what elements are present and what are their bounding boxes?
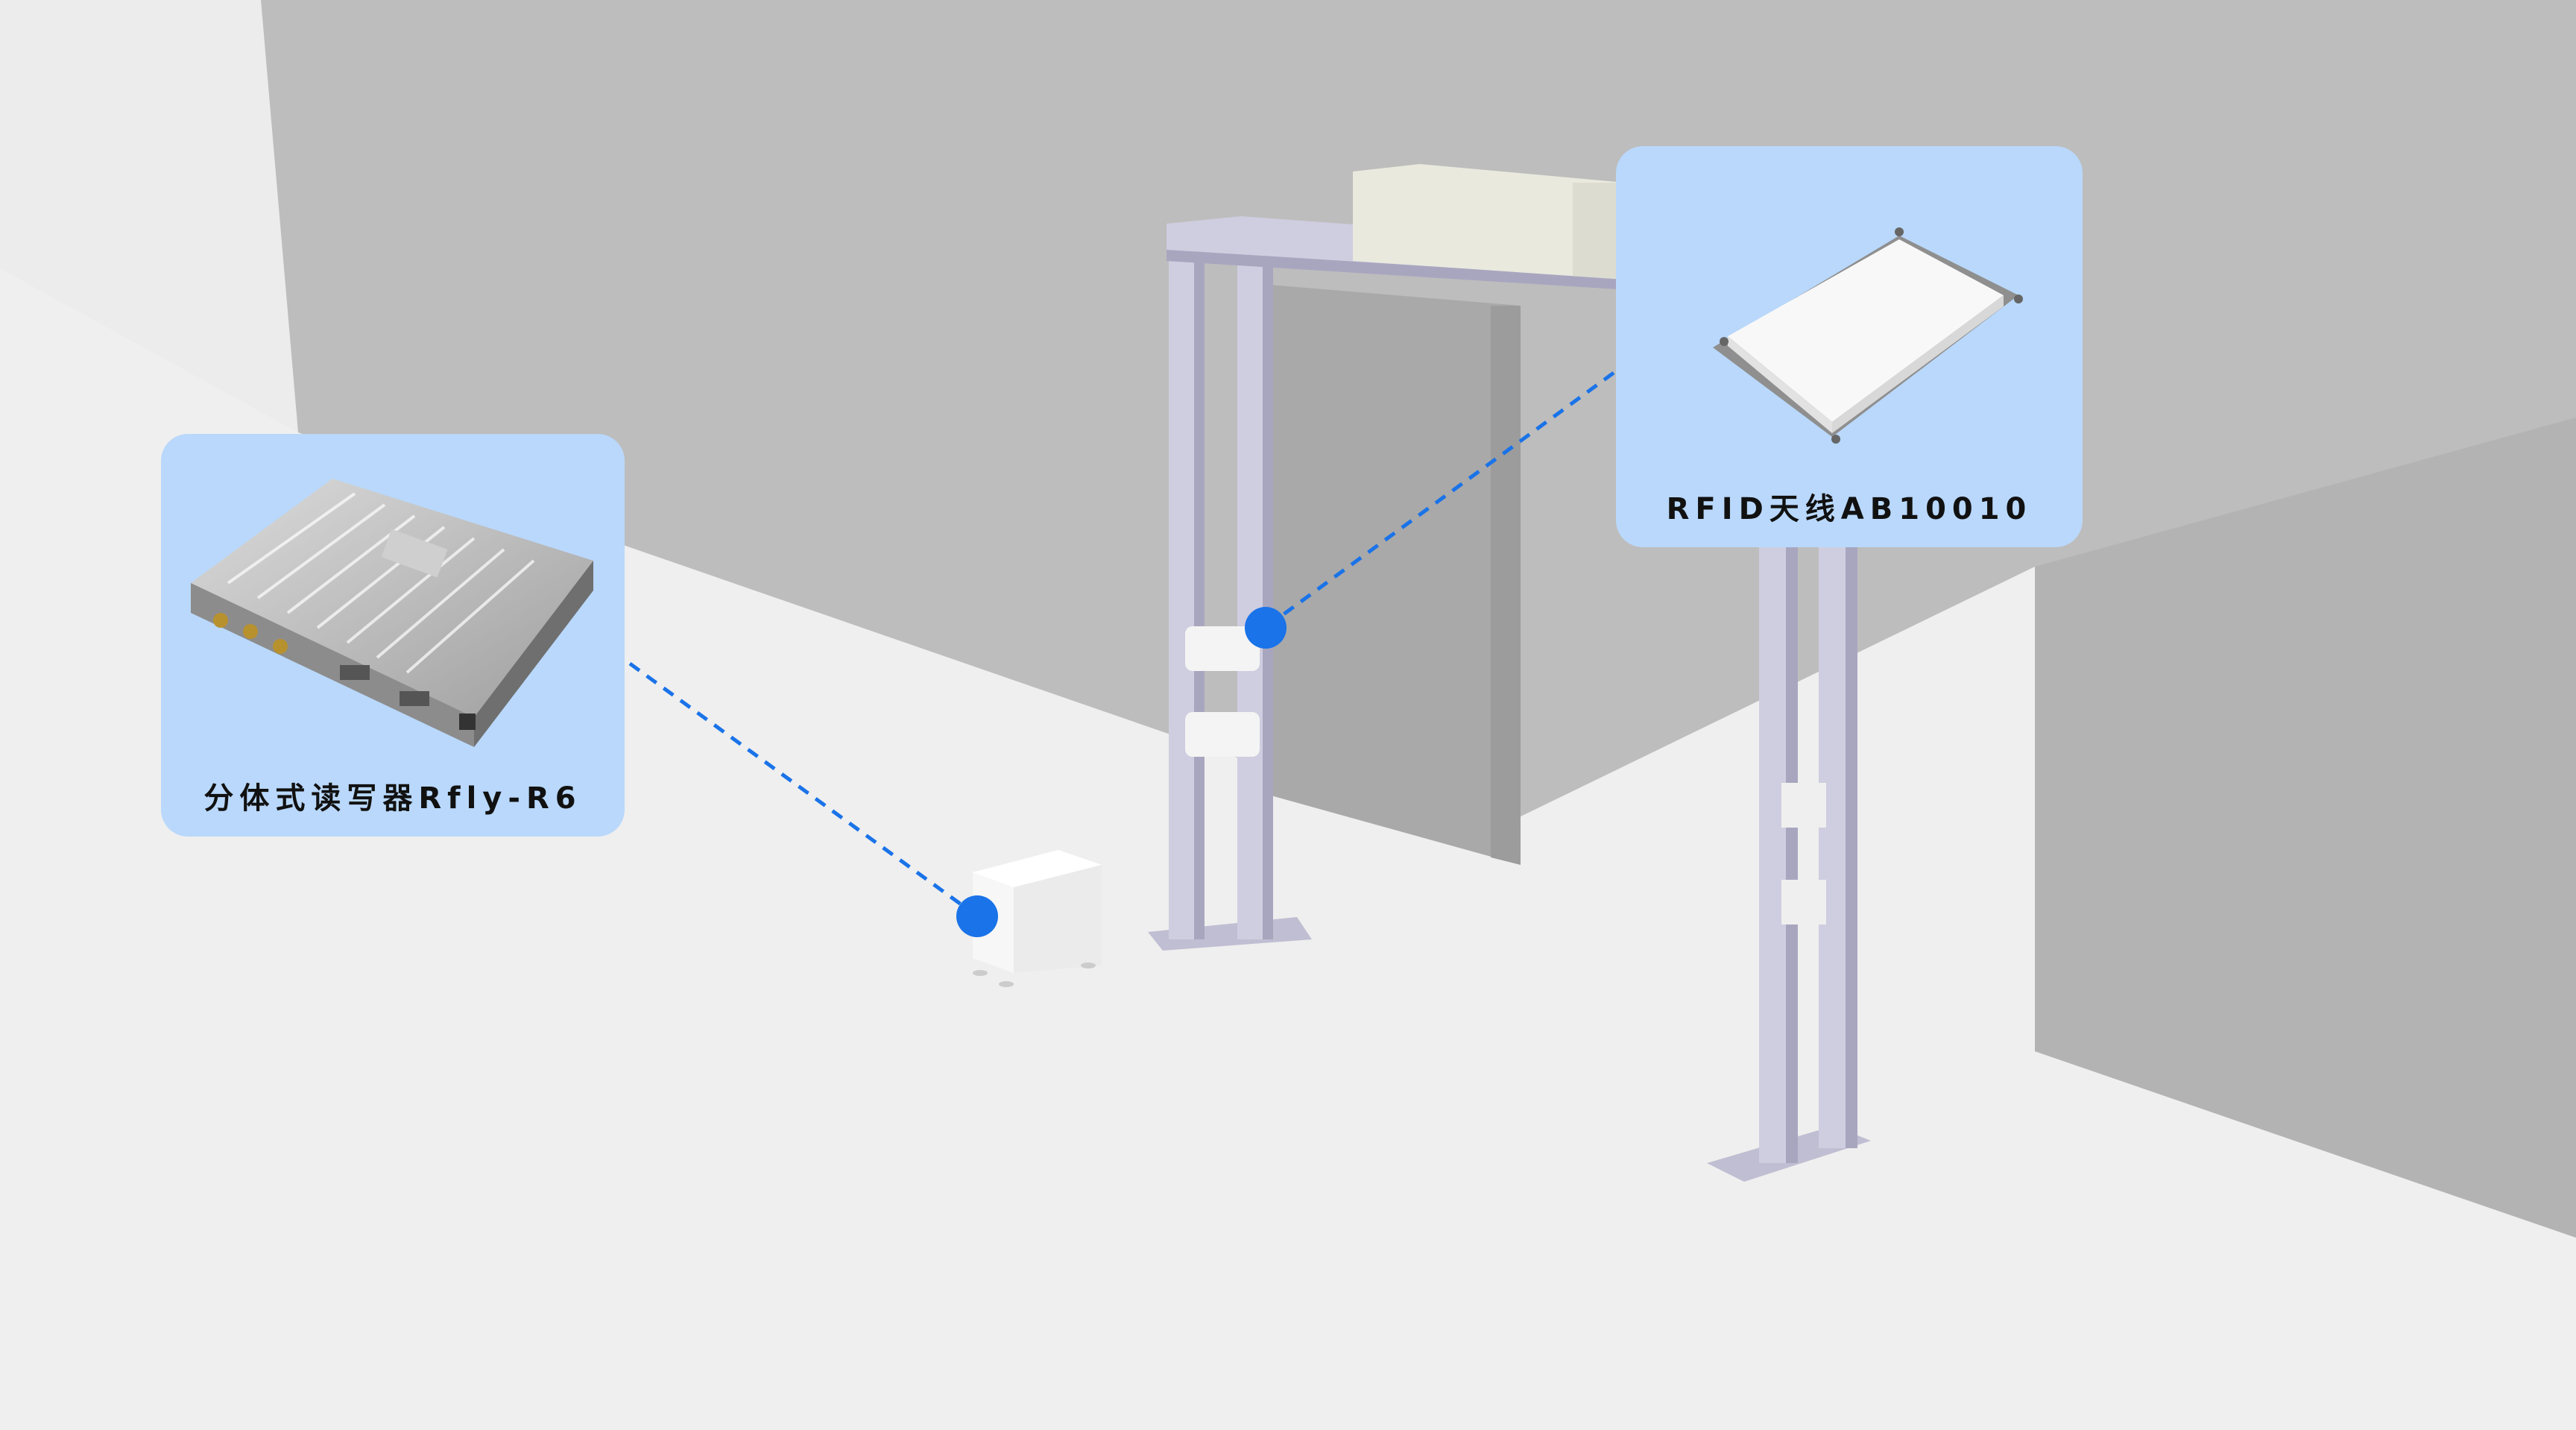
- door-panel: [1252, 283, 1521, 865]
- left-gate-post: [1148, 231, 1312, 951]
- reader-callout[interactable]: 分体式读写器Rfly-R6: [161, 434, 625, 837]
- antenna-callout[interactable]: RFID天线AB10010: [1616, 146, 2083, 547]
- hotspot-antenna[interactable]: [1245, 607, 1287, 649]
- right-post-antenna-2: [1781, 880, 1826, 925]
- connector-antenna: [1266, 371, 1615, 629]
- top-housing: [1353, 164, 1625, 280]
- antenna-label: RFID天线AB10010: [1666, 492, 2033, 526]
- right-wall: [2035, 418, 2576, 1238]
- rfid-reader-image: [191, 479, 593, 747]
- hotspot-reader[interactable]: [956, 895, 998, 937]
- left-post-antenna-2: [1185, 712, 1260, 757]
- left-wall: [0, 0, 298, 432]
- connector-reader: [628, 661, 978, 918]
- door-edge: [1491, 306, 1521, 865]
- left-post-antenna-1: [1185, 626, 1260, 671]
- right-post-antenna-1: [1781, 783, 1826, 828]
- right-gate-post: [1707, 514, 1871, 1182]
- floor-reader-box: [973, 850, 1102, 987]
- rfid-antenna-image: [1713, 227, 2023, 444]
- reader-label: 分体式读写器Rfly-R6: [203, 781, 582, 816]
